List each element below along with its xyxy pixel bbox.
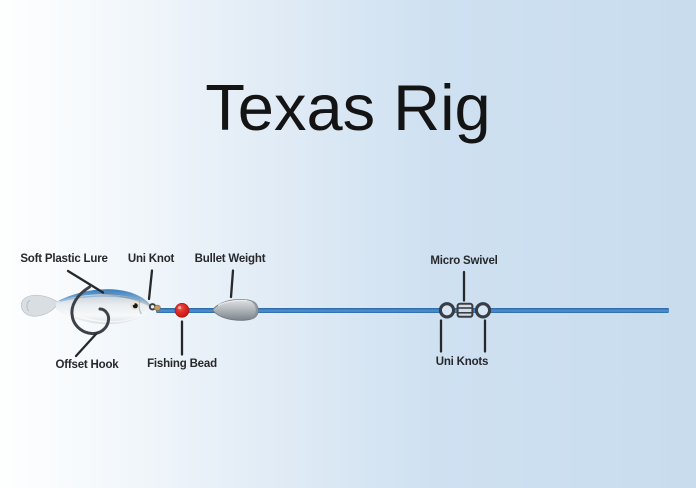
bead [174, 302, 190, 318]
pointer-soft-plastic-lure [66, 269, 105, 294]
weight-cone [211, 299, 259, 321]
lure-tail-shade [26, 299, 31, 312]
uni-knot [153, 304, 161, 311]
pointer-bullet-weight [229, 269, 235, 299]
weight-base-shade [250, 300, 259, 320]
fishing-line [156, 308, 669, 313]
label-uni-knot: Uni Knot [127, 253, 175, 265]
label-micro-swivel: Micro Swivel [430, 255, 498, 267]
lure-shimmer [59, 295, 141, 302]
fishing-bead [174, 302, 190, 318]
swivel-left-ring [438, 302, 456, 319]
soft-plastic-lure [20, 289, 152, 325]
micro-swivel [438, 302, 492, 319]
lure-eye-highlight [132, 303, 135, 305]
swivel-barrel [456, 302, 474, 318]
pointer-lines [66, 269, 487, 358]
label-offset-hook: Offset Hook [55, 359, 119, 371]
hook-bend [70, 285, 111, 336]
offset-hook [70, 285, 157, 336]
lure-gill [138, 298, 143, 315]
pointer-offset-hook [74, 332, 98, 358]
bead-highlight [178, 306, 182, 310]
swivel-right-ring [474, 302, 492, 319]
bullet-weight [211, 299, 259, 321]
label-bullet-weight: Bullet Weight [194, 253, 266, 265]
label-uni-knots: Uni Knots [435, 356, 489, 368]
pointer-uni-knot [147, 269, 154, 301]
hook-shank [101, 292, 151, 307]
page-title: Texas Rig [205, 71, 491, 144]
label-fishing-bead: Fishing Bead [147, 358, 217, 370]
weight-highlight [217, 299, 248, 307]
label-soft-plastic-lure: Soft Plastic Lure [20, 253, 108, 265]
